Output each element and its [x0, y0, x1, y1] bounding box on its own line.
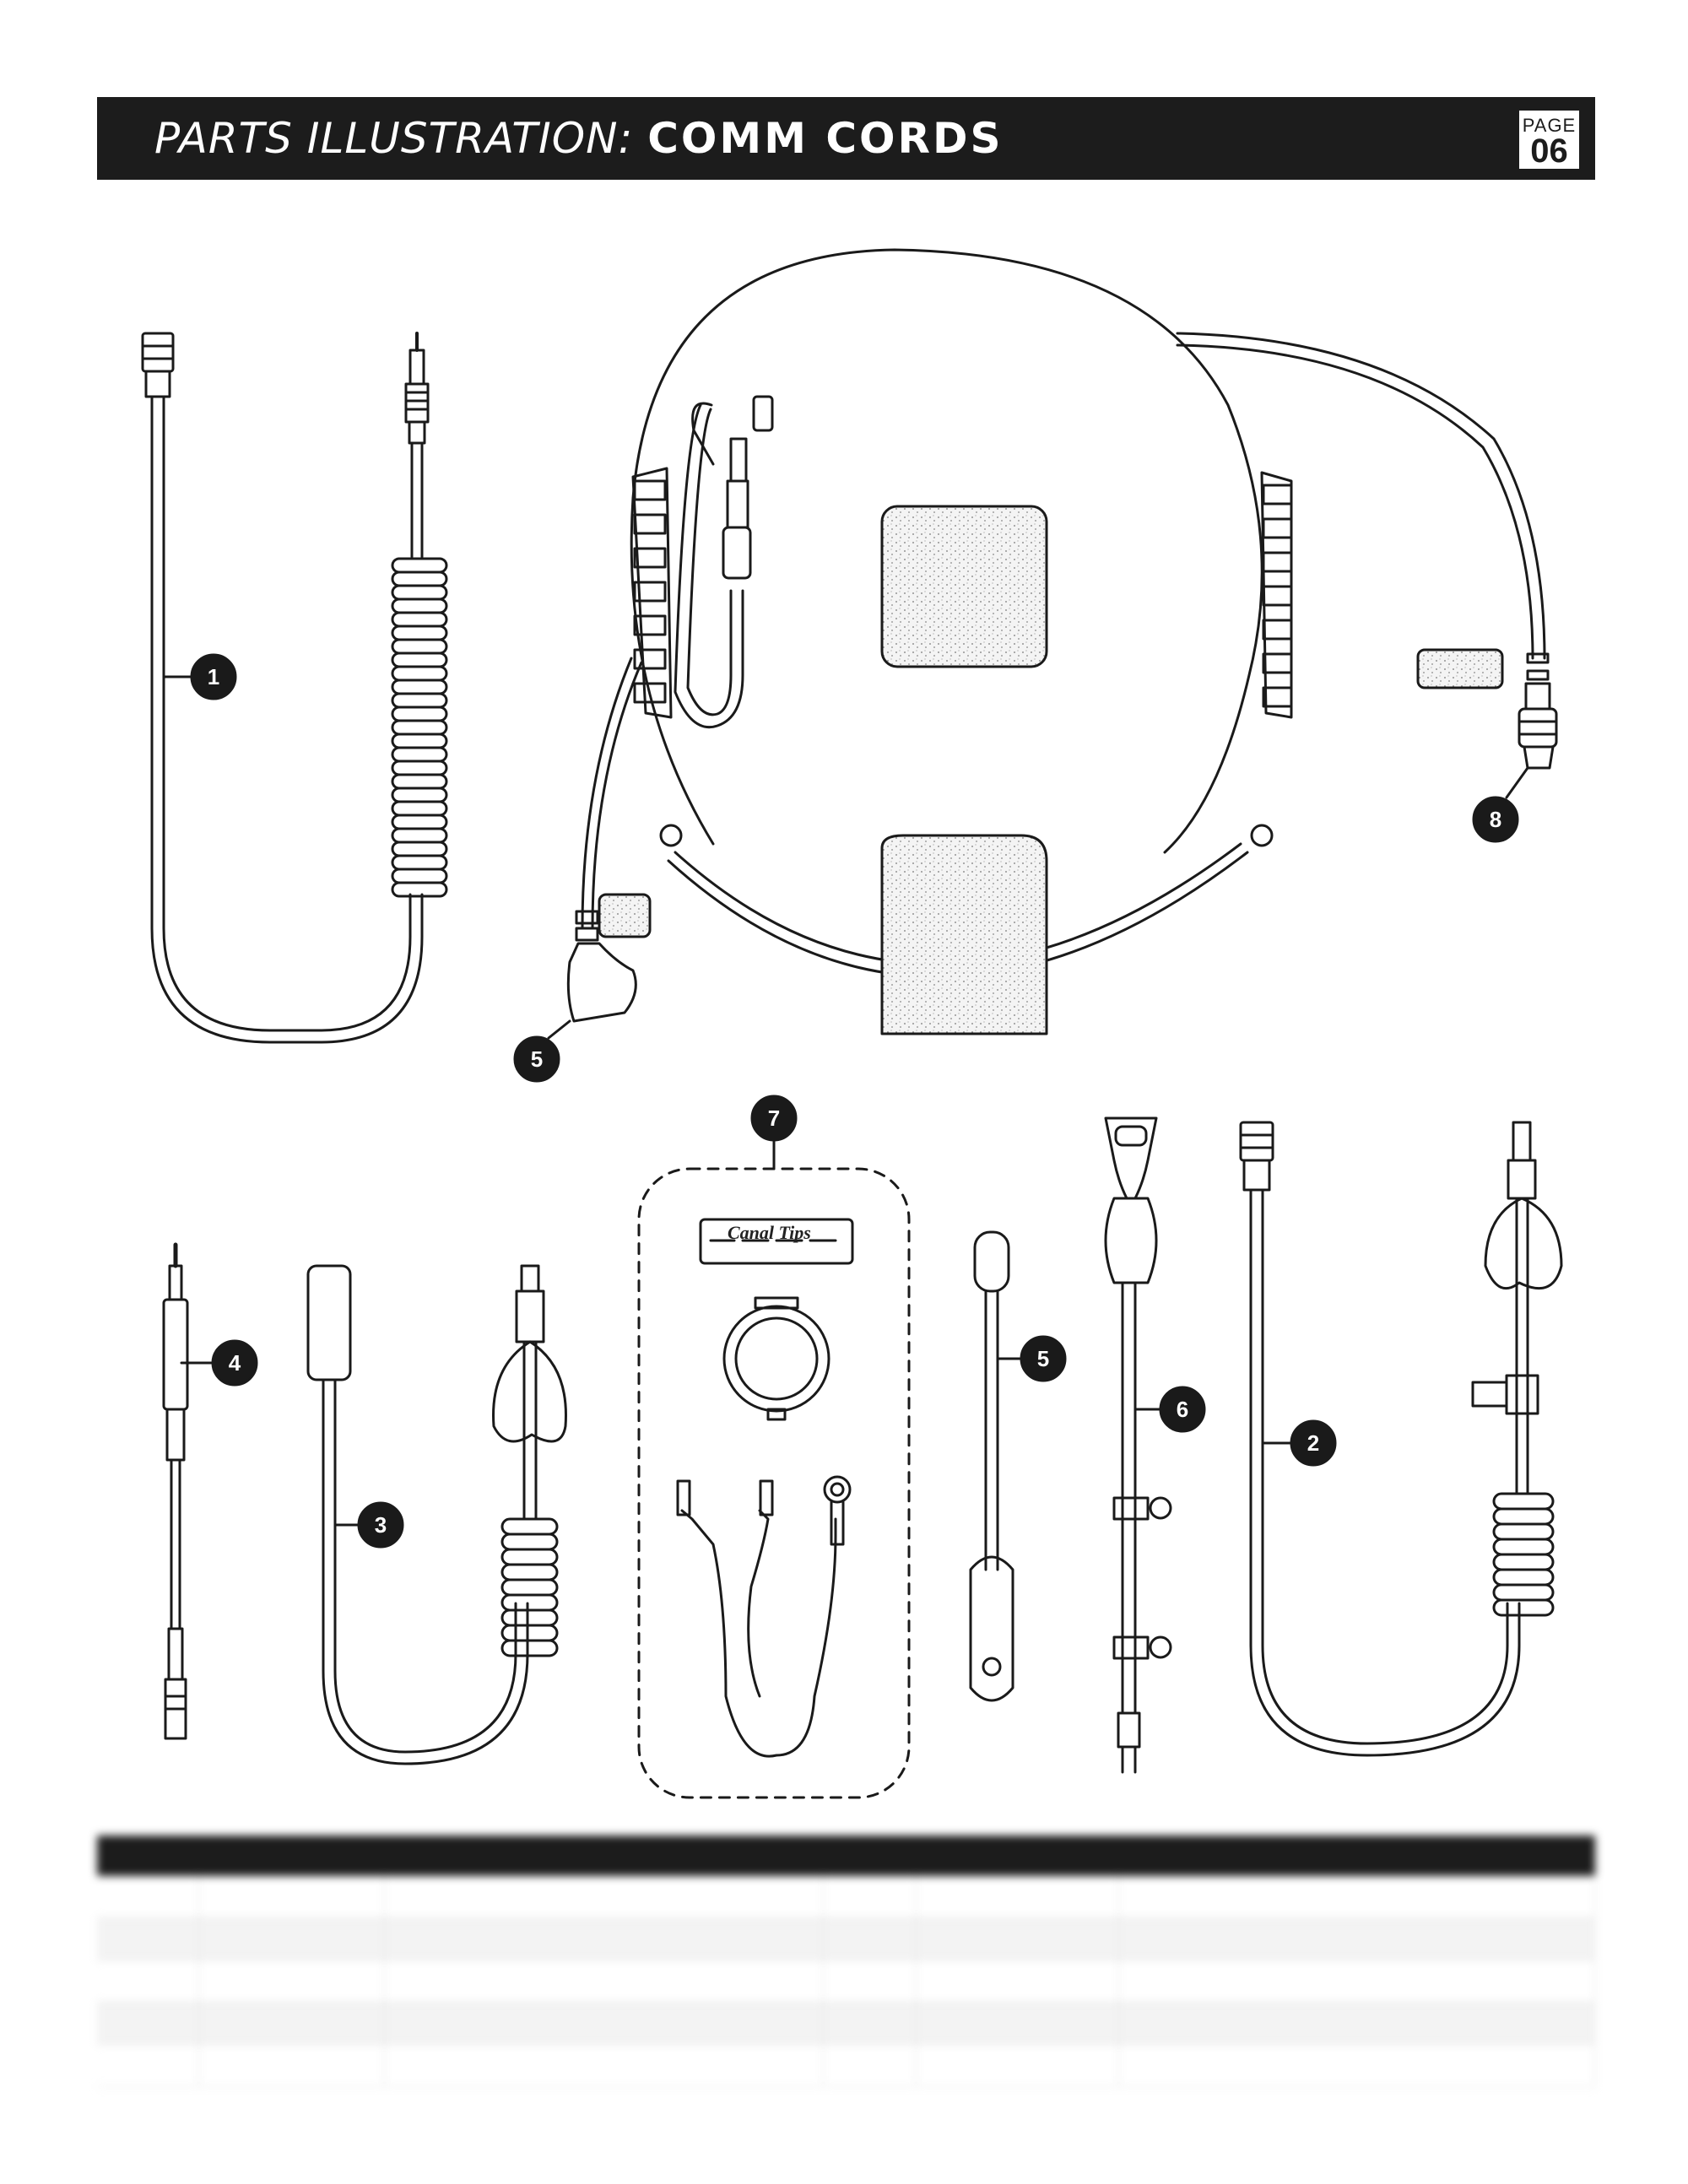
table-cell — [384, 1917, 824, 1960]
table-row — [97, 1960, 1595, 2003]
table-cell — [916, 1876, 1119, 1918]
callout-5-top-label: 5 — [531, 1046, 543, 1072]
table-cell — [384, 1876, 824, 1918]
callout-8: 8 — [1472, 766, 1529, 843]
callout-5-bottom-label: 5 — [1037, 1346, 1049, 1371]
col-header — [384, 1835, 823, 1876]
callout-2: 2 — [1261, 1419, 1337, 1467]
table-cell — [198, 2044, 385, 2087]
table-cell — [1118, 1876, 1595, 1918]
table-cell — [916, 1917, 1119, 1960]
boom-mic — [969, 1230, 1014, 1702]
callout-7: 7 — [750, 1095, 798, 1170]
col-header — [916, 1835, 1118, 1876]
canal-tips-kit: Canal Tips — [637, 1167, 911, 1799]
table-cell — [916, 1960, 1119, 2003]
table-cell — [97, 1917, 199, 1960]
page-label: PAGE — [1522, 115, 1577, 136]
callout-6-label: 6 — [1177, 1397, 1188, 1422]
callout-5-top: 5 — [513, 1019, 571, 1083]
table-cell — [97, 1876, 199, 1918]
table-cell — [1118, 2002, 1595, 2045]
cord-3 — [306, 1264, 567, 1765]
callout-2-label: 2 — [1307, 1430, 1319, 1456]
table-cell — [198, 2002, 385, 2045]
page-number: 06 — [1530, 132, 1568, 170]
helmet — [566, 248, 1558, 1035]
callout-1: 1 — [162, 653, 237, 700]
cord-6 — [1104, 1116, 1172, 1774]
callout-4-label: 4 — [229, 1350, 241, 1376]
table-row — [97, 1917, 1595, 1960]
canal-tips-label: Canal Tips — [728, 1222, 811, 1243]
table-cell — [384, 2002, 824, 2045]
table-cell — [823, 2002, 917, 2045]
table-cell — [97, 2044, 199, 2087]
table-cell — [1118, 1960, 1595, 2003]
callout-7-label: 7 — [768, 1106, 780, 1131]
table-cell — [1118, 1917, 1595, 1960]
page-number-box: PAGE 06 — [1517, 108, 1582, 171]
table-cell — [97, 2002, 199, 2045]
table-row — [97, 1876, 1595, 1918]
table-cell — [97, 1960, 199, 2003]
cord-2 — [1239, 1121, 1563, 1757]
cord-4 — [162, 1242, 189, 1740]
table-row — [97, 2044, 1595, 2087]
table-header-row — [97, 1835, 1595, 1876]
table-cell — [823, 2044, 917, 2087]
title-strong: COMM CORDS — [647, 114, 1004, 163]
callout-1-label: 1 — [208, 664, 219, 689]
table-cell — [916, 2044, 1119, 2087]
page-header: PARTS ILLUSTRATION: COMM CORDS — [97, 97, 1595, 180]
table-cell — [1118, 2044, 1595, 2087]
table-cell — [198, 1917, 385, 1960]
title-lead: PARTS ILLUSTRATION: — [154, 114, 634, 163]
callout-8-label: 8 — [1490, 807, 1501, 832]
table-cell — [198, 1960, 385, 2003]
callout-6: 6 — [1133, 1386, 1206, 1433]
table-cell — [384, 1960, 824, 2003]
table-cell — [823, 1960, 917, 2003]
table-row — [97, 2002, 1595, 2045]
col-header — [823, 1835, 916, 1876]
table-cell — [823, 1876, 917, 1918]
cord-1 — [141, 332, 448, 1044]
col-header — [198, 1835, 384, 1876]
callout-3-label: 3 — [375, 1512, 387, 1538]
table-cell — [823, 1917, 917, 1960]
callout-3: 3 — [333, 1501, 404, 1549]
callout-4: 4 — [180, 1339, 258, 1387]
table-cell — [198, 1876, 385, 1918]
page-title: PARTS ILLUSTRATION: COMM CORDS — [154, 114, 1004, 163]
col-header — [97, 1835, 198, 1876]
table-cell — [916, 2002, 1119, 2045]
table-cell — [384, 2044, 824, 2087]
col-header — [1118, 1835, 1595, 1876]
parts-table — [97, 1835, 1595, 2089]
callout-5-bottom: 5 — [996, 1335, 1067, 1382]
